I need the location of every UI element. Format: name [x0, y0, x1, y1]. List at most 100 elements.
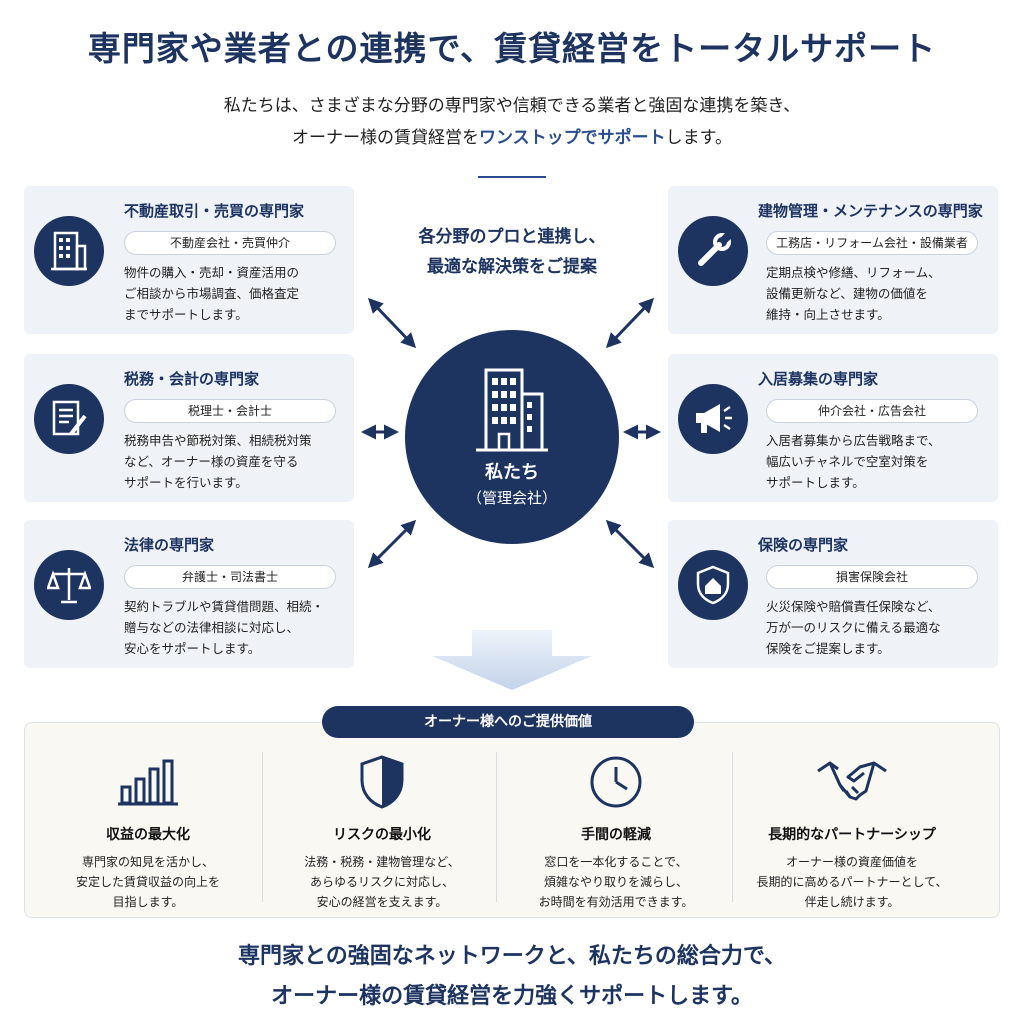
value-title: リスクの最小化 — [333, 827, 431, 843]
card-insurance: 保険の専門家 損害保険会社 火災保険や賠償責任保険など、 万が一のリスクに備える… — [668, 520, 998, 668]
closing-message: 専門家との強固なネットワークと、私たちの総合力で、 オーナー様の賃貸経営を力強く… — [0, 936, 1024, 1016]
desc-line: など、オーナー様の資産を守る — [124, 454, 299, 469]
shield-house-icon — [696, 565, 730, 605]
arrow-bottom-left — [367, 519, 417, 569]
card-pill: 工務店・リフォーム会社・設備業者 — [766, 231, 978, 255]
closing-line-2: オーナー様の賃貸経営を力強くサポートします。 — [271, 983, 753, 1009]
value-divider — [262, 752, 263, 902]
desc-line: 安心の経営を支えます。 — [316, 895, 448, 909]
desc-line: お時間を有効活用できます。 — [538, 895, 694, 909]
card-real-estate: 不動産取引・売買の専門家 不動産会社・売買仲介 物件の購入・売却・資産活用の ご… — [24, 186, 354, 334]
desc-line: 長期的に高めるパートナーとして、 — [756, 875, 948, 889]
handshake-icon — [817, 761, 887, 801]
intro-line-1: 私たちは、さまざまな分野の専門家や信頼できる業者と強固な連携を築き、 — [223, 96, 801, 116]
desc-line: 万が一のリスクに備える最適な — [766, 620, 941, 635]
arrow-top-right — [605, 297, 655, 349]
card-tax: 税務・会計の専門家 税理士・会計士 税務申告や節税対策、相続税対策 など、オーナ… — [24, 354, 354, 502]
title-underline — [478, 176, 546, 178]
hub-subtitle: （管理会社） — [466, 489, 557, 507]
value-description: 窓口を一本化することで、 煩雑なやり取りを減らし、 お時間を有効活用できます。 — [498, 852, 734, 912]
office-building-icon — [476, 368, 548, 452]
card-description: 定期点検や修繕、リフォーム、 設備更新など、建物の価値を 維持・向上させます。 — [766, 262, 992, 325]
value-description: オーナー様の資産価値を 長期的に高めるパートナーとして、 伴走し続けます。 — [734, 852, 970, 912]
value-title: 長期的なパートナーシップ — [768, 827, 936, 843]
card-icon-circle — [678, 550, 748, 620]
value-section — [24, 722, 1000, 918]
desc-line: 煩雑なやり取りを減らし、 — [543, 875, 688, 889]
arrow-bottom-right — [605, 519, 655, 569]
card-pill: 不動産会社・売買仲介 — [124, 231, 336, 255]
value-title: 手間の軽減 — [581, 827, 651, 843]
card-title: 不動産取引・売買の専門家 — [124, 202, 305, 220]
desc-line: 法務・税務・建物管理など、 — [304, 855, 460, 869]
desc-line: 安定した賃貸収益の向上を — [75, 875, 220, 889]
desc-line: までサポートします。 — [124, 307, 248, 322]
connector-arrows — [361, 297, 661, 569]
value-item-risk: リスクの最小化 法務・税務・建物管理など、 あらゆるリスクに対応し、 安心の経営… — [264, 752, 500, 909]
desc-line: 入居者募集から広告戦略まで、 — [766, 433, 941, 448]
intro-text: 私たちは、さまざまな分野の専門家や信頼できる業者と強固な連携を築き、 オーナー様… — [0, 90, 1024, 154]
card-pill: 損害保険会社 — [766, 565, 978, 589]
desc-line: ご相談から市場調査、価格査定 — [124, 286, 300, 301]
shield-icon — [360, 755, 404, 809]
value-divider — [732, 752, 733, 902]
center-tagline: 各分野のプロと連携し、 最適な解決策をご提案 — [395, 222, 629, 282]
desc-line: サポートします。 — [766, 475, 865, 490]
card-title: 税務・会計の専門家 — [124, 370, 260, 388]
bar-chart-icon — [118, 759, 178, 806]
card-description: 入居者募集から広告戦略まで、 幅広いチャネルで空室対策を サポートします。 — [766, 430, 992, 493]
value-item-partnership: 長期的なパートナーシップ オーナー様の資産価値を 長期的に高めるパートナーとして… — [734, 752, 970, 909]
desc-line: 専門家の知見を活かし、 — [81, 855, 214, 869]
desc-line: 目指します。 — [112, 895, 184, 909]
arrow-top-left — [367, 297, 417, 349]
desc-line: 税務申告や節税対策、相続税対策 — [124, 433, 312, 448]
tagline-line-1: 各分野のプロと連携し、 — [418, 227, 606, 247]
intro-line-2-pre: オーナー様の賃貸経営を — [292, 128, 479, 148]
desc-line: 窓口を一本化することで、 — [544, 855, 688, 869]
card-legal: 法律の専門家 弁護士・司法書士 契約トラブルや賃貸借問題、相続・ 贈与などの法律… — [24, 520, 354, 668]
card-pill: 仲介会社・広告会社 — [766, 399, 978, 423]
card-icon-circle — [678, 384, 748, 454]
intro-line-2: オーナー様の賃貸経営をワンストップでサポートします。 — [0, 122, 1024, 154]
card-icon-circle — [678, 216, 748, 286]
card-building-maintenance: 建物管理・メンテナンスの専門家 工務店・リフォーム会社・設備業者 定期点検や修繕… — [668, 186, 998, 334]
scales-icon — [47, 568, 91, 604]
desc-line: オーナー様の資産価値を — [785, 855, 918, 869]
desc-line: 定期点検や修繕、リフォーム、 — [766, 265, 941, 280]
value-divider — [496, 752, 497, 902]
desc-line: 火災保険や賠償責任保険など、 — [766, 599, 941, 614]
desc-line: 物件の購入・売却・資産活用の — [124, 265, 300, 280]
document-pen-icon — [52, 400, 87, 436]
card-pill: 税理士・会計士 — [124, 399, 336, 423]
clock-icon — [590, 756, 642, 808]
desc-line: 伴走し続けます。 — [804, 895, 900, 909]
desc-line: 幅広いチャネルで空室対策を — [766, 454, 929, 469]
card-icon-circle — [34, 216, 104, 286]
value-item-effort: 手間の軽減 窓口を一本化することで、 煩雑なやり取りを減らし、 お時間を有効活用… — [498, 752, 734, 909]
card-description: 物件の購入・売却・資産活用の ご相談から市場調査、価格査定 までサポートします。 — [124, 262, 350, 325]
card-title: 法律の専門家 — [124, 536, 215, 554]
card-description: 火災保険や賠償責任保険など、 万が一のリスクに備える最適な 保険をご提案します。 — [766, 596, 992, 659]
intro-highlight: ワンストップでサポート — [479, 128, 666, 148]
desc-line: 設備更新など、建物の価値を — [766, 286, 928, 301]
card-icon-circle — [34, 384, 104, 454]
value-section-label: オーナー様へのご提供価値 — [322, 706, 694, 738]
desc-line: 保険をご提案します。 — [766, 641, 890, 656]
desc-line: 契約トラブルや賃貸借問題、相続・ — [124, 599, 325, 614]
desc-line: 贈与などの法律相談に対応し、 — [124, 620, 300, 635]
card-description: 税務申告や節税対策、相続税対策 など、オーナー様の資産を守る サポートを行います… — [124, 430, 350, 493]
card-icon-circle — [34, 550, 104, 620]
closing-line-1: 専門家との強固なネットワークと、私たちの総合力で、 — [237, 943, 787, 969]
card-pill: 弁護士・司法書士 — [124, 565, 336, 589]
megaphone-icon — [696, 404, 732, 433]
hub-name: 私たち — [485, 462, 539, 483]
building-icon — [51, 231, 87, 271]
desc-line: サポートを行います。 — [124, 475, 248, 490]
desc-line: あらゆるリスクに対応し、 — [309, 875, 454, 889]
card-title: 建物管理・メンテナンスの専門家 — [758, 202, 983, 220]
desc-line: 安心をサポートします。 — [124, 641, 261, 656]
down-arrow-icon — [432, 630, 592, 690]
desc-line: 維持・向上させます。 — [766, 307, 890, 322]
value-item-revenue: 収益の最大化 専門家の知見を活かし、 安定した賃貸収益の向上を 目指します。 — [30, 752, 266, 909]
card-description: 契約トラブルや賃貸借問題、相続・ 贈与などの法律相談に対応し、 安心をサポートし… — [124, 596, 350, 659]
